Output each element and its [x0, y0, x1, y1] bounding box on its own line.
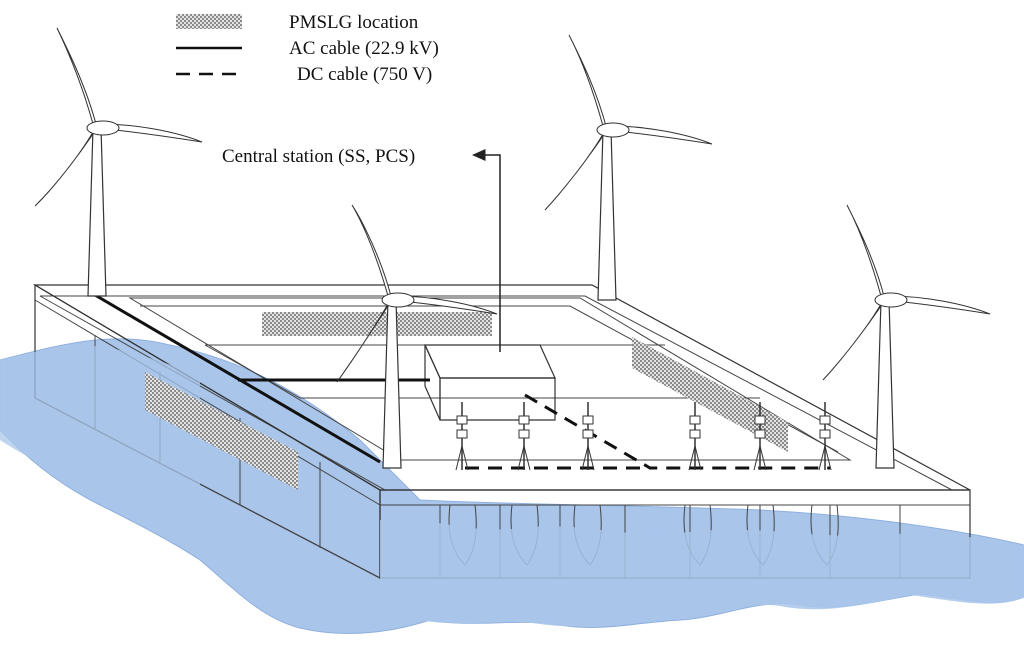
legend-pmslg-label: PMSLG location: [289, 12, 419, 33]
power-pole-icon: [753, 402, 767, 471]
pmslg-zone-left: [145, 372, 298, 490]
wind-turbine-icon: [34, 27, 203, 297]
wind-turbine-icon: [544, 34, 713, 301]
power-pole-icon: [818, 402, 832, 471]
wind-turbine-icon: [336, 204, 498, 469]
central-station-box: [424, 344, 556, 421]
pmslg-locations: [145, 312, 788, 490]
central-station-label: Central station (SS, PCS): [222, 146, 415, 167]
power-pole-icon: [688, 402, 702, 471]
power-pole-icon: [455, 402, 469, 471]
wind-turbine-icon: [822, 204, 991, 469]
dc-cable: [465, 393, 830, 470]
power-pole-icon: [517, 402, 531, 471]
legend-ac-label: AC cable (22.9 kV): [289, 38, 439, 59]
pmslg-zone-top: [262, 312, 492, 336]
legend: PMSLG location AC cable (22.9 kV) DC cab…: [176, 12, 439, 85]
power-poles: [455, 402, 832, 471]
water-wave-front: [380, 519, 1024, 627]
pmslg-zone-right: [632, 337, 788, 452]
legend-dc-label: DC cable (750 V): [297, 64, 432, 85]
legend-pmslg-swatch: [176, 14, 242, 29]
central-station-arrow: [472, 149, 501, 352]
power-pole-icon: [581, 402, 595, 471]
